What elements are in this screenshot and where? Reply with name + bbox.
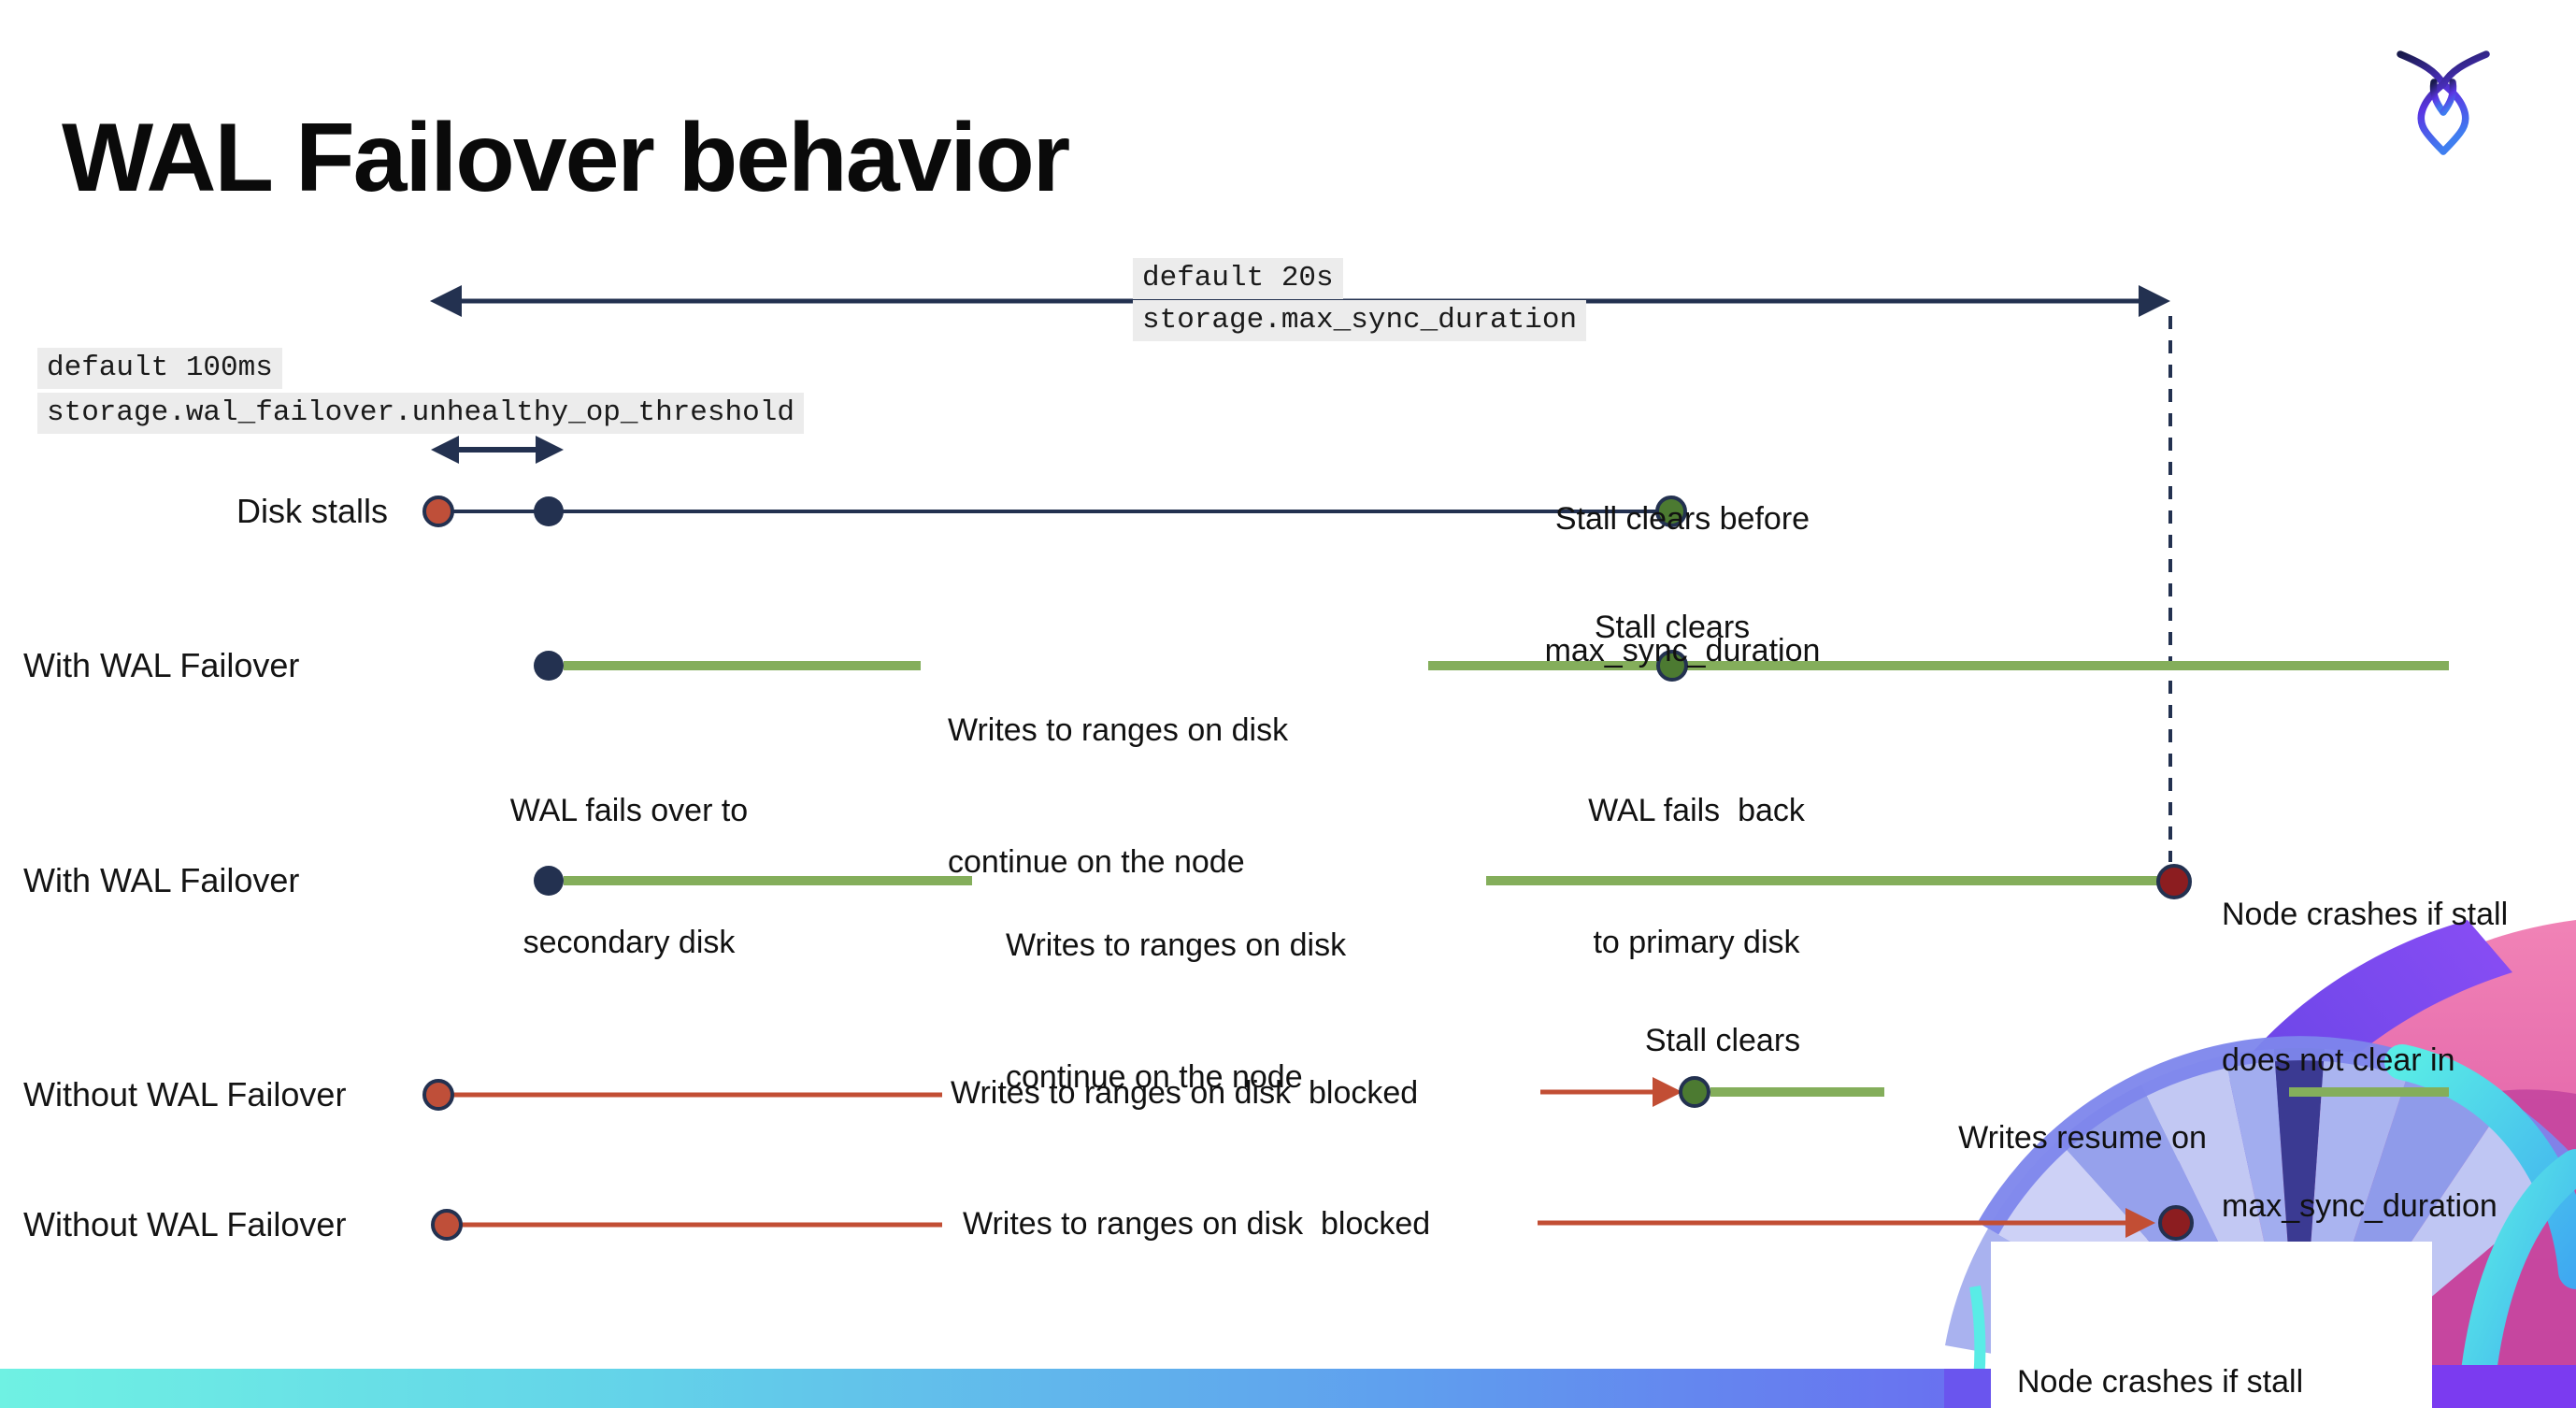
writes-continue-annotation-1: Writes to ranges on disk continue on the… [948,712,1289,880]
arrowhead-left-small-icon [431,436,459,464]
wal-fails-over-annotation: WAL fails over to secondary disk [509,793,749,960]
threshold-dot [534,496,564,526]
row-label-with-wal-failover-1: With WAL Failover [23,646,300,684]
cyan-band-1 [2384,1044,2576,1289]
arrowhead-right-icon [2139,285,2170,317]
node-crashes-box: Node crashes if stall does not clear in … [1991,1242,2432,1408]
node-crashes-annotation-2: Node crashes if stall does not clear in … [2017,1364,2304,1400]
stall-clears-annotation: Stall clears [1594,610,1751,645]
purple-strip-right [2432,1365,2576,1408]
max-sync-default-label: default 20s [1133,258,1343,299]
row-label-without-wal-failover-2: Without WAL Failover [23,1205,347,1243]
arrowhead-left-icon [430,285,462,317]
wal-fails-back-annotation: WAL fails back to primary disk [1588,793,1805,960]
purple-strip-left [1944,1369,1998,1408]
node-crashes-annotation-1: Node crashes if stall does not clear in … [2222,897,2509,1224]
red-arrowhead-icon-1 [1653,1077,1682,1107]
max-sync-setting-label: storage.max_sync_duration [1133,300,1587,341]
threshold-default-label: default 100ms [37,348,282,389]
writes-continue-annotation-2: Writes to ranges on disk continue on the… [1006,927,1347,1095]
row-label-with-wal-failover-2: With WAL Failover [23,861,300,899]
page-title: WAL Failover behavior [62,103,1070,212]
cockroachdb-logo-icon [2397,50,2490,155]
threshold-setting-label: storage.wal_failover.unhealthy_op_thresh… [37,393,804,434]
cyan-band-2 [2457,1149,2576,1408]
writes-blocked-annotation-2: Writes to ranges on disk blocked [963,1206,1431,1242]
row-label-without-wal-failover-1: Without WAL Failover [23,1075,347,1113]
row-label-disk-stalls: Disk stalls [236,492,388,530]
stall-start-dot-3 [431,1209,463,1241]
arrowhead-right-small-icon [536,436,564,464]
stall-start-dot [422,496,454,527]
crash-dot-1 [2156,864,2192,899]
stall-clears-annotation-without: Stall clears [1644,1023,1801,1058]
stall-clears-dot-3 [1679,1076,1710,1108]
writes-blocked-annotation-1: Writes to ranges on disk blocked [951,1075,1419,1111]
stall-start-dot-2 [422,1079,454,1111]
failover-dot-1 [534,651,564,681]
